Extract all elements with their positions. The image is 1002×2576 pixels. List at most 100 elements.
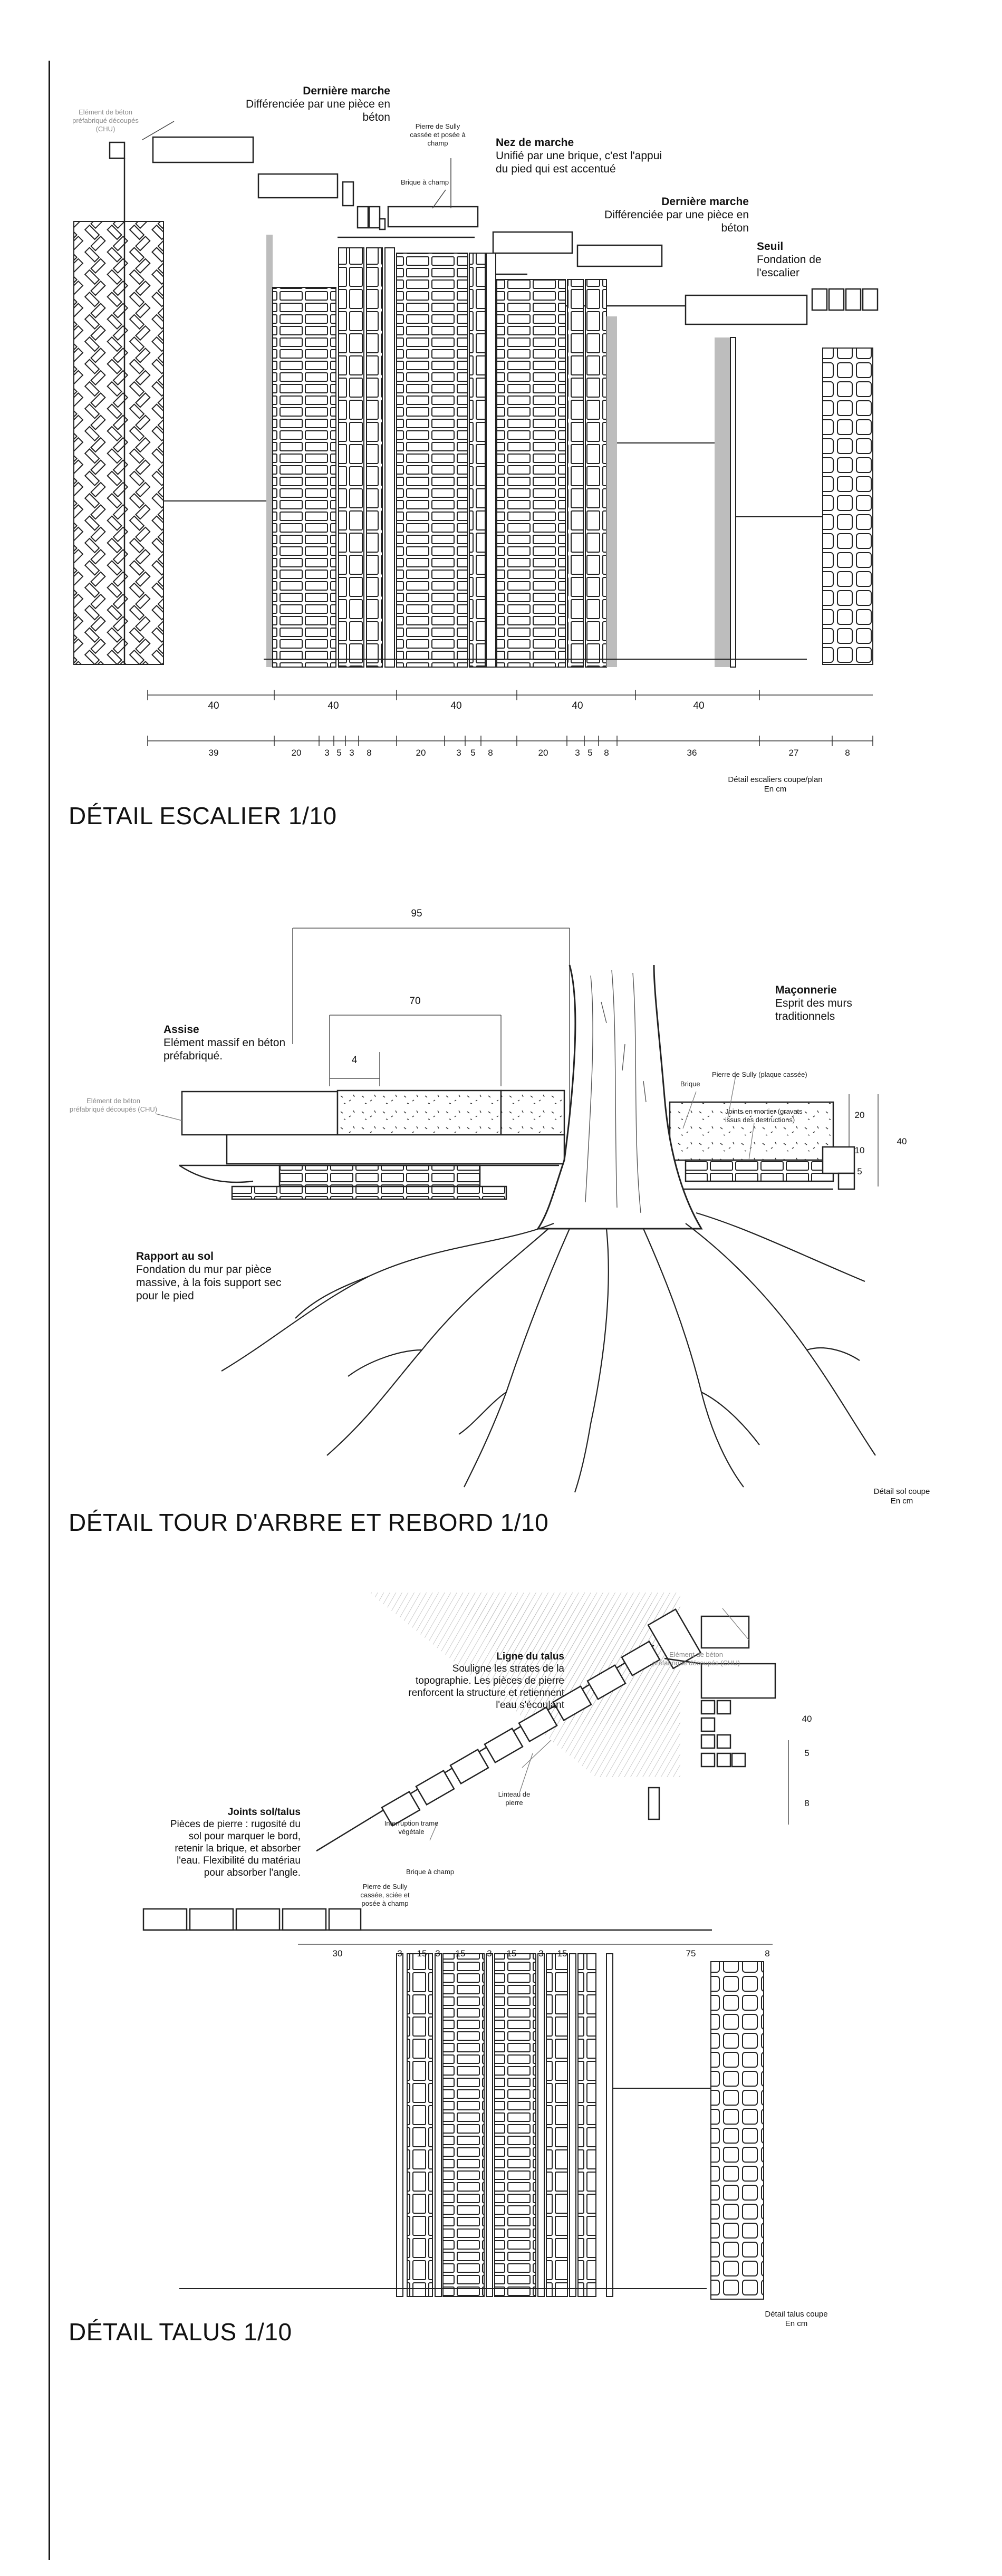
stair-herringbone-paving	[73, 221, 164, 665]
talus-leaders	[429, 1608, 749, 1841]
tree-dim-5: 5	[857, 1166, 862, 1176]
tree-label-ground-text: Fondation du mur par pièce massive, à la…	[136, 1263, 282, 1302]
stair-dim-bottom-16: 8	[845, 748, 850, 758]
tree-label-masonry-title: Maçonnerie	[775, 984, 837, 996]
tree-dim-70: 70	[409, 996, 421, 1007]
stair-dim-top-3: 40	[572, 700, 583, 711]
tree-section	[155, 928, 879, 1493]
talus-dim-top-2: 15	[417, 1948, 427, 1958]
talus-note-unit: En cm	[785, 2319, 808, 2328]
tree-label-ground: Rapport au sol Fondation du mur par pièc…	[136, 1250, 294, 1303]
talus-dim-top-7: 3	[538, 1948, 544, 1958]
talus-note-text: Détail talus coupe	[765, 2310, 828, 2319]
tree-label-masonry-text: Esprit des murs traditionnels	[775, 997, 852, 1022]
stair-label-last-step-2: Dernière marche Différenciée par une piè…	[596, 195, 749, 235]
tree-dim-4: 4	[351, 1055, 358, 1066]
tree-label-seat-title: Assise	[163, 1024, 199, 1036]
talus-label-brick: Brique à champ	[406, 1868, 455, 1876]
talus-label-line-text: Souligne les strates de la topographie. …	[408, 1663, 564, 1711]
tree-dim-20: 20	[854, 1110, 865, 1120]
tree-label-masonry: Maçonnerie Esprit des murs traditionnels	[775, 983, 891, 1023]
stair-dim-top-2: 40	[450, 700, 462, 711]
talus-dim-top-5: 3	[487, 1948, 492, 1958]
stair-label-brick: Brique à champ	[401, 178, 449, 186]
stair-label-last-step-1: Dernière marche Différenciée par une piè…	[232, 84, 390, 124]
talus-section	[142, 1593, 789, 2300]
talus-dim-top-8: 15	[557, 1948, 567, 1958]
stair-dimension-lines	[148, 694, 873, 741]
stair-dim-bottom-13: 8	[604, 748, 609, 758]
stair-dim-bottom-9: 8	[488, 748, 493, 758]
left-margin-rule	[49, 61, 50, 2560]
stair-label-last-step-1-text: Différenciée par une pièce en béton	[246, 98, 390, 123]
talus-brick-rows	[179, 1953, 764, 2300]
talus-dim-top-4: 15	[455, 1948, 466, 1958]
talus-label-interruption: Interruption trame végétale	[384, 1819, 439, 1836]
tree-note-unit: En cm	[890, 1497, 913, 1506]
tree-leaders	[155, 1075, 755, 1161]
tree-bark	[585, 970, 647, 1213]
tree-title: DÉTAIL TOUR D'ARBRE ET REBORD 1/10	[69, 1509, 549, 1536]
stair-dim-bottom-1: 20	[291, 748, 302, 758]
stair-dim-bottom-12: 5	[587, 748, 593, 758]
talus-dim-8: 8	[804, 1798, 810, 1808]
stair-dim-bottom-7: 3	[456, 748, 461, 758]
stair-dim-bottom-11: 3	[575, 748, 580, 758]
stair-section	[73, 121, 879, 746]
stair-leaders	[142, 121, 451, 209]
stair-label-sill-title: Seuil	[757, 240, 784, 253]
stair-dim-bottom-5: 8	[367, 748, 372, 758]
talus-dim-top-9: 75	[686, 1948, 696, 1958]
stair-label-last-step-2-title: Dernière marche	[661, 196, 749, 208]
tree-seat	[179, 1089, 855, 1200]
talus-slope	[316, 1593, 750, 1852]
talus-dim-top-0: 30	[332, 1948, 343, 1958]
stair-label-nose-text: Unifié par une brique, c'est l'appui du …	[496, 150, 662, 175]
tree-label-seat-text: Elément massif en béton préfabriqué.	[163, 1037, 286, 1062]
tree-note-text: Détail sol coupe	[873, 1487, 930, 1496]
stair-label-nose: Nez de marche Unifié par une brique, c'e…	[496, 136, 670, 176]
stair-note-text: Détail escaliers coupe/plan	[728, 775, 823, 784]
talus-dim-top-6: 15	[506, 1948, 517, 1958]
talus-label-joints-title: Joints sol/talus	[227, 1807, 301, 1818]
stair-label-precast: Elément de béton préfabriqué découpés (C…	[72, 108, 139, 133]
stair-dim-bottom-0: 39	[208, 748, 219, 758]
tree-label-ground-title: Rapport au sol	[136, 1250, 214, 1262]
stair-dim-bottom-2: 3	[324, 748, 330, 758]
talus-dim-top-1: 3	[397, 1948, 402, 1958]
stair-dim-bottom-15: 27	[788, 748, 799, 758]
stair-dim-top-0: 40	[208, 700, 219, 711]
talus-label-lintel: Linteau de pierre	[498, 1790, 531, 1807]
stair-dim-bottom-10: 20	[538, 748, 548, 758]
stair-title: DÉTAIL ESCALIER 1/10	[69, 802, 337, 829]
tree-trunk	[536, 964, 703, 1230]
stair-profile	[109, 136, 879, 664]
talus-note: Détail talus coupe En cm	[738, 2310, 854, 2329]
stair-note-unit: En cm	[764, 785, 787, 794]
stair-dim-bottom-6: 20	[416, 748, 426, 758]
tree-label-precast: Elément de béton préfabriqué découpés (C…	[69, 1097, 158, 1113]
tree-roots	[221, 1212, 876, 1493]
stair-label-nose-title: Nez de marche	[496, 137, 574, 149]
talus-label-precast: Elément de béton préfabriqué découpés (C…	[652, 1651, 740, 1667]
talus-dim-top-3: 3	[435, 1948, 440, 1958]
talus-label-sully: Pierre de Sully cassée, sciée et posée à…	[360, 1883, 410, 1907]
stair-dim-top-1: 40	[327, 700, 339, 711]
stair-dim-bottom-4: 3	[349, 748, 354, 758]
stair-brick-rows	[163, 235, 873, 668]
talus-label-line: Ligne du talus Souligne les strates de l…	[406, 1651, 564, 1711]
stair-label-sully: Pierre de Sully cassée et posée à champ	[410, 122, 466, 147]
talus-wall	[664, 1657, 776, 1768]
tree-label-sully: Pierre de Sully (plaque cassée)	[712, 1070, 807, 1078]
talus-dim-40: 40	[802, 1714, 812, 1724]
talus-dim-top-10: 8	[765, 1948, 770, 1958]
tree-dim-95: 95	[411, 908, 422, 919]
talus-title: DÉTAIL TALUS 1/10	[69, 2318, 292, 2346]
stair-note: Détail escaliers coupe/plan En cm	[701, 775, 849, 794]
tree-label-seat: Assise Elément massif en béton préfabriq…	[163, 1023, 322, 1063]
stair-label-sill: Seuil Fondation de l'escalier	[757, 240, 852, 279]
tree-note: Détail sol coupe En cm	[839, 1487, 965, 1506]
stair-label-last-step-2-text: Différenciée par une pièce en béton	[604, 209, 749, 234]
